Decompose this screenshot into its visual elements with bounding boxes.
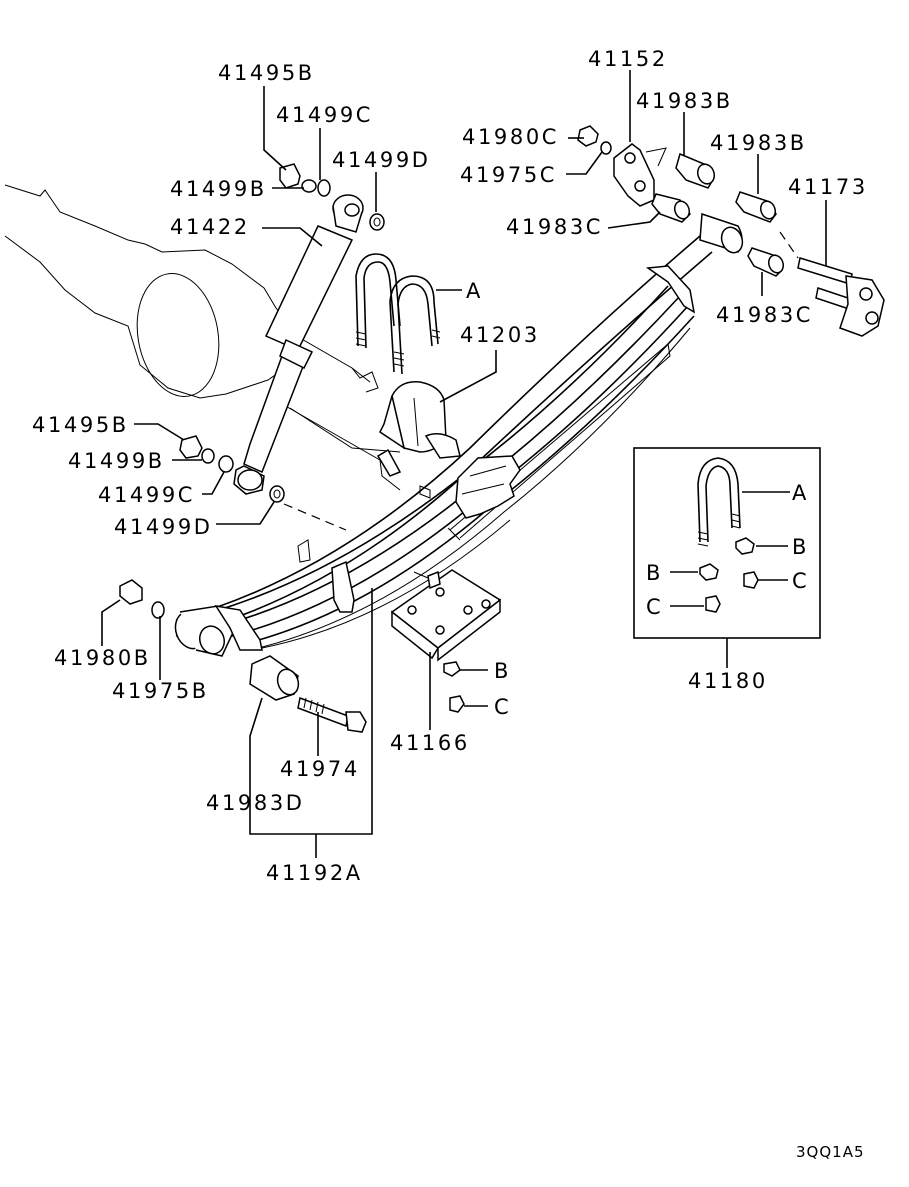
label-41980B: 41980B <box>54 646 151 670</box>
label-41983C-b: 41983C <box>716 303 813 327</box>
label-41166: 41166 <box>390 731 470 755</box>
inset-label-A: A <box>792 481 809 505</box>
shock-upper-hardware <box>279 163 385 231</box>
label-41499C-left: 41499C <box>98 483 195 507</box>
label-41499B-left: 41499B <box>68 449 165 473</box>
label-41499D-left: 41499D <box>114 515 213 539</box>
inset-label-C-right: C <box>792 569 809 593</box>
label-41422: 41422 <box>170 215 250 239</box>
label-41980C: 41980C <box>462 125 559 149</box>
u-bolt-kit-inset <box>633 447 821 668</box>
label-41975C: 41975C <box>460 163 557 187</box>
label-41983B-a: 41983B <box>636 89 733 113</box>
label-41495B-left: 41495B <box>32 413 129 437</box>
spring-seat-plate <box>390 569 502 713</box>
label-41499D-top: 41499D <box>332 148 431 172</box>
label-41495B-top: 41495B <box>218 61 315 85</box>
label-41499B-top: 41499B <box>170 177 267 201</box>
leader-lines <box>101 70 827 858</box>
label-41974: 41974 <box>280 757 360 781</box>
label-plate-C: C <box>494 695 511 719</box>
label-41975B: 41975B <box>112 679 209 703</box>
part-labels: 41495B 41499C 41499D 41499B 41422 41152 … <box>32 47 868 1161</box>
shock-absorber <box>233 194 364 495</box>
label-41192A: 41192A <box>266 861 363 885</box>
label-41173: 41173 <box>788 175 868 199</box>
inset-label-B-right: B <box>792 535 809 559</box>
bump-stopper <box>376 381 461 477</box>
label-41499C-top: 41499C <box>276 103 373 127</box>
leaf-spring-assembly <box>174 212 744 657</box>
front-eye-hardware <box>119 579 367 733</box>
label-plate-B: B <box>494 659 511 683</box>
u-bolts-on-axle <box>355 253 441 375</box>
label-callout-A: A <box>466 279 483 303</box>
label-41152: 41152 <box>588 47 668 71</box>
label-41983C-a: 41983C <box>506 215 603 239</box>
inset-label-B-left: B <box>646 561 663 585</box>
shock-lower-hardware <box>179 435 347 531</box>
label-41983D: 41983D <box>206 791 305 815</box>
label-41203: 41203 <box>460 323 540 347</box>
rear-shackle-hardware <box>577 125 885 337</box>
inset-label-C-left: C <box>646 595 663 619</box>
inset-part-number: 41180 <box>688 669 768 693</box>
diagram-reference-code: 3QQ1A5 <box>796 1143 865 1161</box>
label-41983B-b: 41983B <box>710 131 807 155</box>
